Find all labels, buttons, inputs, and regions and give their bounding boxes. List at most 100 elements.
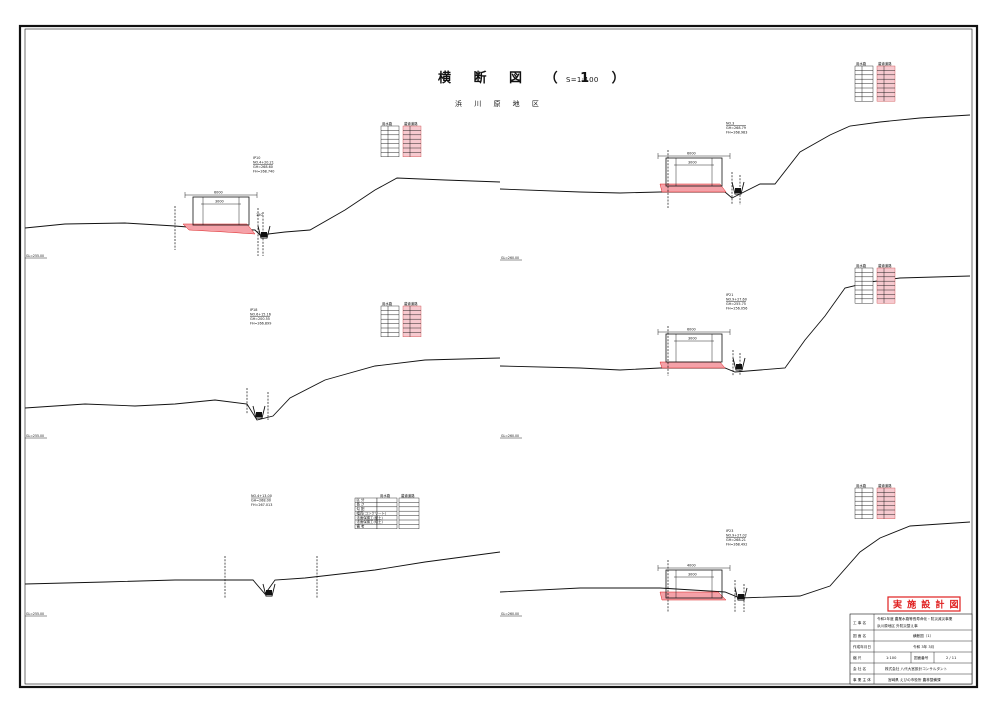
cross-sections: 60003000150IP10NO.4+20.21GH=268.60FH=268… [24, 61, 971, 617]
table-header-b: 農道道路 [878, 483, 892, 488]
station-label: FH=267.013 [251, 503, 272, 507]
road-frame [665, 333, 723, 363]
table-row-label: 法面保護工(切土) [357, 519, 384, 524]
ditch-channel [256, 412, 262, 417]
ditch [734, 587, 748, 601]
tb-value-scale: 1:100 [886, 656, 897, 660]
tb-value-owner: 宮崎県 えびの市役所 農林整備課 [888, 677, 941, 682]
tb-value-company: 株式会社 八代大宮設計コンサルタント [885, 666, 948, 671]
table-header-a: 用水路 [382, 121, 393, 126]
tb-label-drawing: 図 面 名 [853, 633, 866, 638]
ground-line [24, 357, 501, 421]
road-frame [665, 157, 723, 187]
table-header-b: 農道道路 [878, 61, 892, 66]
ground-level-label: GL=255.00 [26, 254, 44, 258]
ground-line [24, 177, 501, 236]
cross-section-s3: IP18NO.6+15.16GH=200.55FH=266.899GL=255.… [24, 301, 501, 439]
station-label: NO.6+15.16 [250, 313, 271, 317]
tb-value-date: 令和 3年 3月 [913, 644, 934, 649]
station-label: FH=266.899 [250, 322, 271, 326]
table-header-b: 農道道路 [878, 263, 892, 268]
table-header-a: 用水路 [380, 493, 391, 498]
stamp-box [887, 596, 961, 612]
table-row-label: 幅員(コンクリート) [357, 510, 387, 515]
ditch [262, 583, 276, 597]
ground-level-label: GL=255.00 [26, 434, 44, 438]
station-label: IP21 [726, 293, 733, 297]
ground-line [24, 551, 501, 595]
road-width-dim: 6000 [687, 328, 696, 332]
ground-line [499, 114, 971, 199]
cross-section-s1: 60003000150IP10NO.4+20.21GH=268.60FH=268… [24, 121, 501, 259]
table-column-a [376, 497, 398, 529]
drawing-scale: S=1:100 [566, 76, 599, 84]
title-block-frame [849, 613, 973, 685]
ditch [257, 225, 271, 239]
inner-width-dim: 3000 [688, 337, 697, 341]
table-row-label: 法面保護工(盛土) [357, 515, 384, 520]
ditch-channel [738, 594, 744, 599]
station-label: NO.3 [726, 122, 734, 126]
tb-value-sheet-no: 2 / 11 [946, 656, 956, 660]
road-width-dim: 6000 [687, 152, 696, 156]
ground-level-label: GL=255.00 [26, 612, 44, 616]
station-label: GH=268.21 [726, 538, 746, 542]
table-row-label: 区 分 [357, 497, 365, 502]
ditch-channel [735, 188, 741, 193]
embankment-fill [659, 361, 726, 369]
table-row-label: 長 さ [357, 502, 365, 507]
station-label: GH=255.75 [726, 302, 746, 306]
station-label: GH=268.60 [253, 165, 273, 169]
ground-level-label: GL=260.00 [501, 256, 519, 260]
outer-border [18, 24, 979, 689]
table-row-label: 勾 配 [357, 506, 365, 511]
tb-label-date: 作成年月日 [853, 644, 871, 649]
ditch-channel [266, 590, 272, 595]
station-label: GH=200.55 [250, 317, 270, 321]
tb-label-project: 工 事 名 [853, 620, 866, 625]
station-label: GH=268.79 [726, 126, 746, 130]
embankment-fill [659, 183, 727, 193]
drawing-title: 横 断 図 （ 1 ） [438, 70, 634, 86]
station-label: IP23 [726, 529, 733, 533]
inner-width-dim: 3000 [688, 573, 697, 577]
ditch [732, 357, 746, 371]
embankment-fill [659, 591, 727, 601]
ground-line [499, 275, 971, 373]
table-column-b [402, 305, 422, 337]
ditch-channel [261, 232, 267, 237]
table-column-a [854, 487, 874, 519]
district-name: 浜 川 原 地 区 [455, 99, 544, 108]
station-label: NO.4+13.00 [251, 494, 272, 498]
road-width-dim: 4000 [687, 564, 696, 568]
table-column-b [402, 125, 422, 157]
table-header-b: 農道道路 [401, 493, 415, 498]
road-frame [665, 569, 723, 599]
tb-label-company: 会 社 名 [853, 666, 866, 671]
table-column-a [380, 305, 400, 337]
tb-value-project-1: 令和2年度 農業水路等長寿命化・防災減災事業 [877, 616, 953, 621]
cross-section-s4: 60003000IP21NO.9+27.60GH=255.75FH=256.05… [499, 263, 971, 439]
inner-border [24, 28, 973, 685]
road-width-dim: 6000 [214, 191, 223, 195]
tb-value-project-2: 浜川原地区 外防災整え事 [877, 623, 918, 628]
station-label: NO.4+20.21 [253, 161, 274, 165]
design-stamp: 実 施 設 計 図 [893, 599, 960, 611]
table-header-a: 用水路 [856, 483, 867, 488]
cross-section-s2: 60003000NO.3GH=268.79FH=268.983GL=260.00… [499, 61, 971, 261]
station-label: NO.9+27.60 [726, 298, 747, 302]
table-column-b [876, 487, 896, 519]
station-label: NO.9+27.02 [726, 534, 747, 538]
table-header-a: 用水路 [856, 61, 867, 66]
station-label: FH=268.740 [253, 170, 274, 174]
inner-width-dim: 3000 [688, 161, 697, 165]
table-column-b [398, 497, 420, 529]
title-block: 実 施 設 計 図 工 事 名 令和2年度 農業水路等長寿命化・防災減災事業 浜… [849, 596, 973, 685]
ditch [252, 405, 266, 419]
tb-value-drawing: 横断図（1） [913, 633, 933, 638]
tb-label-scale: 縮 尺 [853, 655, 862, 660]
ground-level-label: GL=260.00 [501, 434, 519, 438]
ditch [731, 181, 745, 195]
ground-level-label: GL=260.00 [501, 612, 519, 616]
ditch-width-dim: 150 [256, 213, 262, 217]
